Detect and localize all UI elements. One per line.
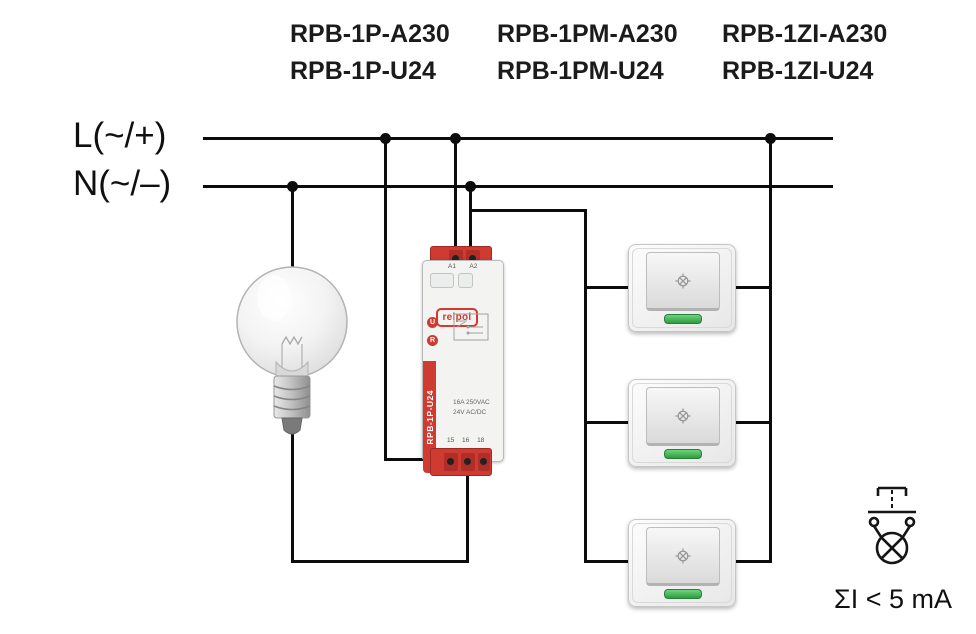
- wire-segment: [466, 466, 469, 563]
- neutral-rail-label: N(~/–): [73, 164, 172, 203]
- wire-segment: [291, 186, 294, 278]
- wire-segment: [469, 209, 587, 212]
- switch-button: [646, 387, 720, 446]
- model-name: RPB-1P-A230: [290, 20, 450, 48]
- push-button-switch-3: [628, 519, 736, 607]
- wire-segment: [454, 138, 457, 258]
- terminal-screw: [469, 255, 476, 262]
- relay-model-strip-text: RPB-1P-U24: [424, 389, 435, 445]
- junction-dot: [465, 181, 476, 192]
- model-name: RPB-1PM-U24: [497, 57, 664, 85]
- current-limit-note: ΣI < 5 mA: [834, 584, 952, 614]
- bulb-filament: [281, 335, 303, 346]
- model-name: RPB-1ZI-A230: [722, 20, 888, 48]
- model-name: RPB-1PM-A230: [497, 20, 678, 48]
- neutral-rail-wire: [203, 185, 833, 188]
- relpol-logo: relpol: [436, 308, 478, 327]
- switch-indicator-led: [664, 589, 702, 599]
- light-bulb: [236, 266, 348, 435]
- lamp-symbol-icon: [675, 407, 691, 424]
- terminal-screw: [452, 255, 459, 262]
- switch-frame: [632, 523, 732, 603]
- wire-segment: [769, 138, 772, 563]
- junction-dot: [380, 133, 391, 144]
- junction-dot: [287, 181, 298, 192]
- relay-body: A1 A2 relpol U R 16A 250VAC 24V AC/DC 15…: [422, 260, 504, 473]
- bulb-contact-tip: [281, 417, 303, 435]
- junction-dot: [765, 133, 776, 144]
- live-rail-label: L(~/+): [73, 116, 167, 155]
- relay-printed-schematic: [453, 313, 489, 341]
- switch-indicator-led: [664, 449, 702, 459]
- wire-segment: [384, 458, 452, 461]
- model-name: RPB-1ZI-U24: [722, 57, 874, 85]
- switch-button: [646, 527, 720, 586]
- wire-segment: [291, 560, 469, 563]
- wire-segment: [584, 560, 631, 563]
- wire-segment: [732, 421, 772, 424]
- lamp-circle-icon: [875, 531, 909, 565]
- model-name: RPB-1P-U24: [290, 57, 436, 85]
- relay-spec-line2: 24V AC/DC: [453, 409, 487, 416]
- relay-indicator-window: [458, 273, 473, 288]
- terminal-screw: [464, 458, 471, 465]
- switch-frame: [632, 383, 732, 463]
- relay-test-button: [430, 273, 454, 288]
- relay-bottom-terminal-labels: 15 16 18: [447, 437, 485, 444]
- relay-badge-u: U: [427, 317, 438, 328]
- relay-model-strip: RPB-1P-U24: [423, 361, 436, 473]
- wire-segment: [584, 421, 631, 424]
- terminal-screw: [480, 458, 487, 465]
- switch-button: [646, 252, 720, 311]
- relay-module: A1 A2 relpol U R 16A 250VAC 24V AC/DC 15…: [422, 246, 504, 478]
- switch-frame: [632, 248, 732, 328]
- switch-indicator-led: [664, 314, 702, 324]
- wire-segment: [584, 286, 631, 289]
- bulb-glass: [236, 266, 348, 378]
- relay-badge-r: R: [427, 335, 438, 346]
- wire-segment: [584, 209, 587, 563]
- pushbutton-actuator-icon: [876, 486, 908, 496]
- wire-segment: [732, 286, 772, 289]
- terminal-screw: [447, 458, 454, 465]
- relay-spec-line1: 16A 250VAC: [453, 399, 490, 406]
- wire-segment: [732, 560, 772, 563]
- lamp-symbol-icon: [675, 272, 691, 289]
- wire-segment: [469, 186, 472, 258]
- push-button-switch-1: [628, 244, 736, 332]
- junction-dot: [450, 133, 461, 144]
- illuminated-pushbutton-symbol: [868, 486, 916, 565]
- relay-bottom-terminals: [430, 448, 492, 476]
- wire-segment: [291, 434, 294, 563]
- live-rail-wire: [203, 137, 833, 140]
- lamp-symbol-icon: [675, 547, 691, 564]
- bulb-screw-base: [273, 375, 311, 419]
- brand-text: relpol: [442, 312, 472, 323]
- push-button-switch-2: [628, 379, 736, 467]
- relay-top-terminal-labels: A1 A2: [448, 263, 478, 270]
- wire-segment: [384, 138, 387, 461]
